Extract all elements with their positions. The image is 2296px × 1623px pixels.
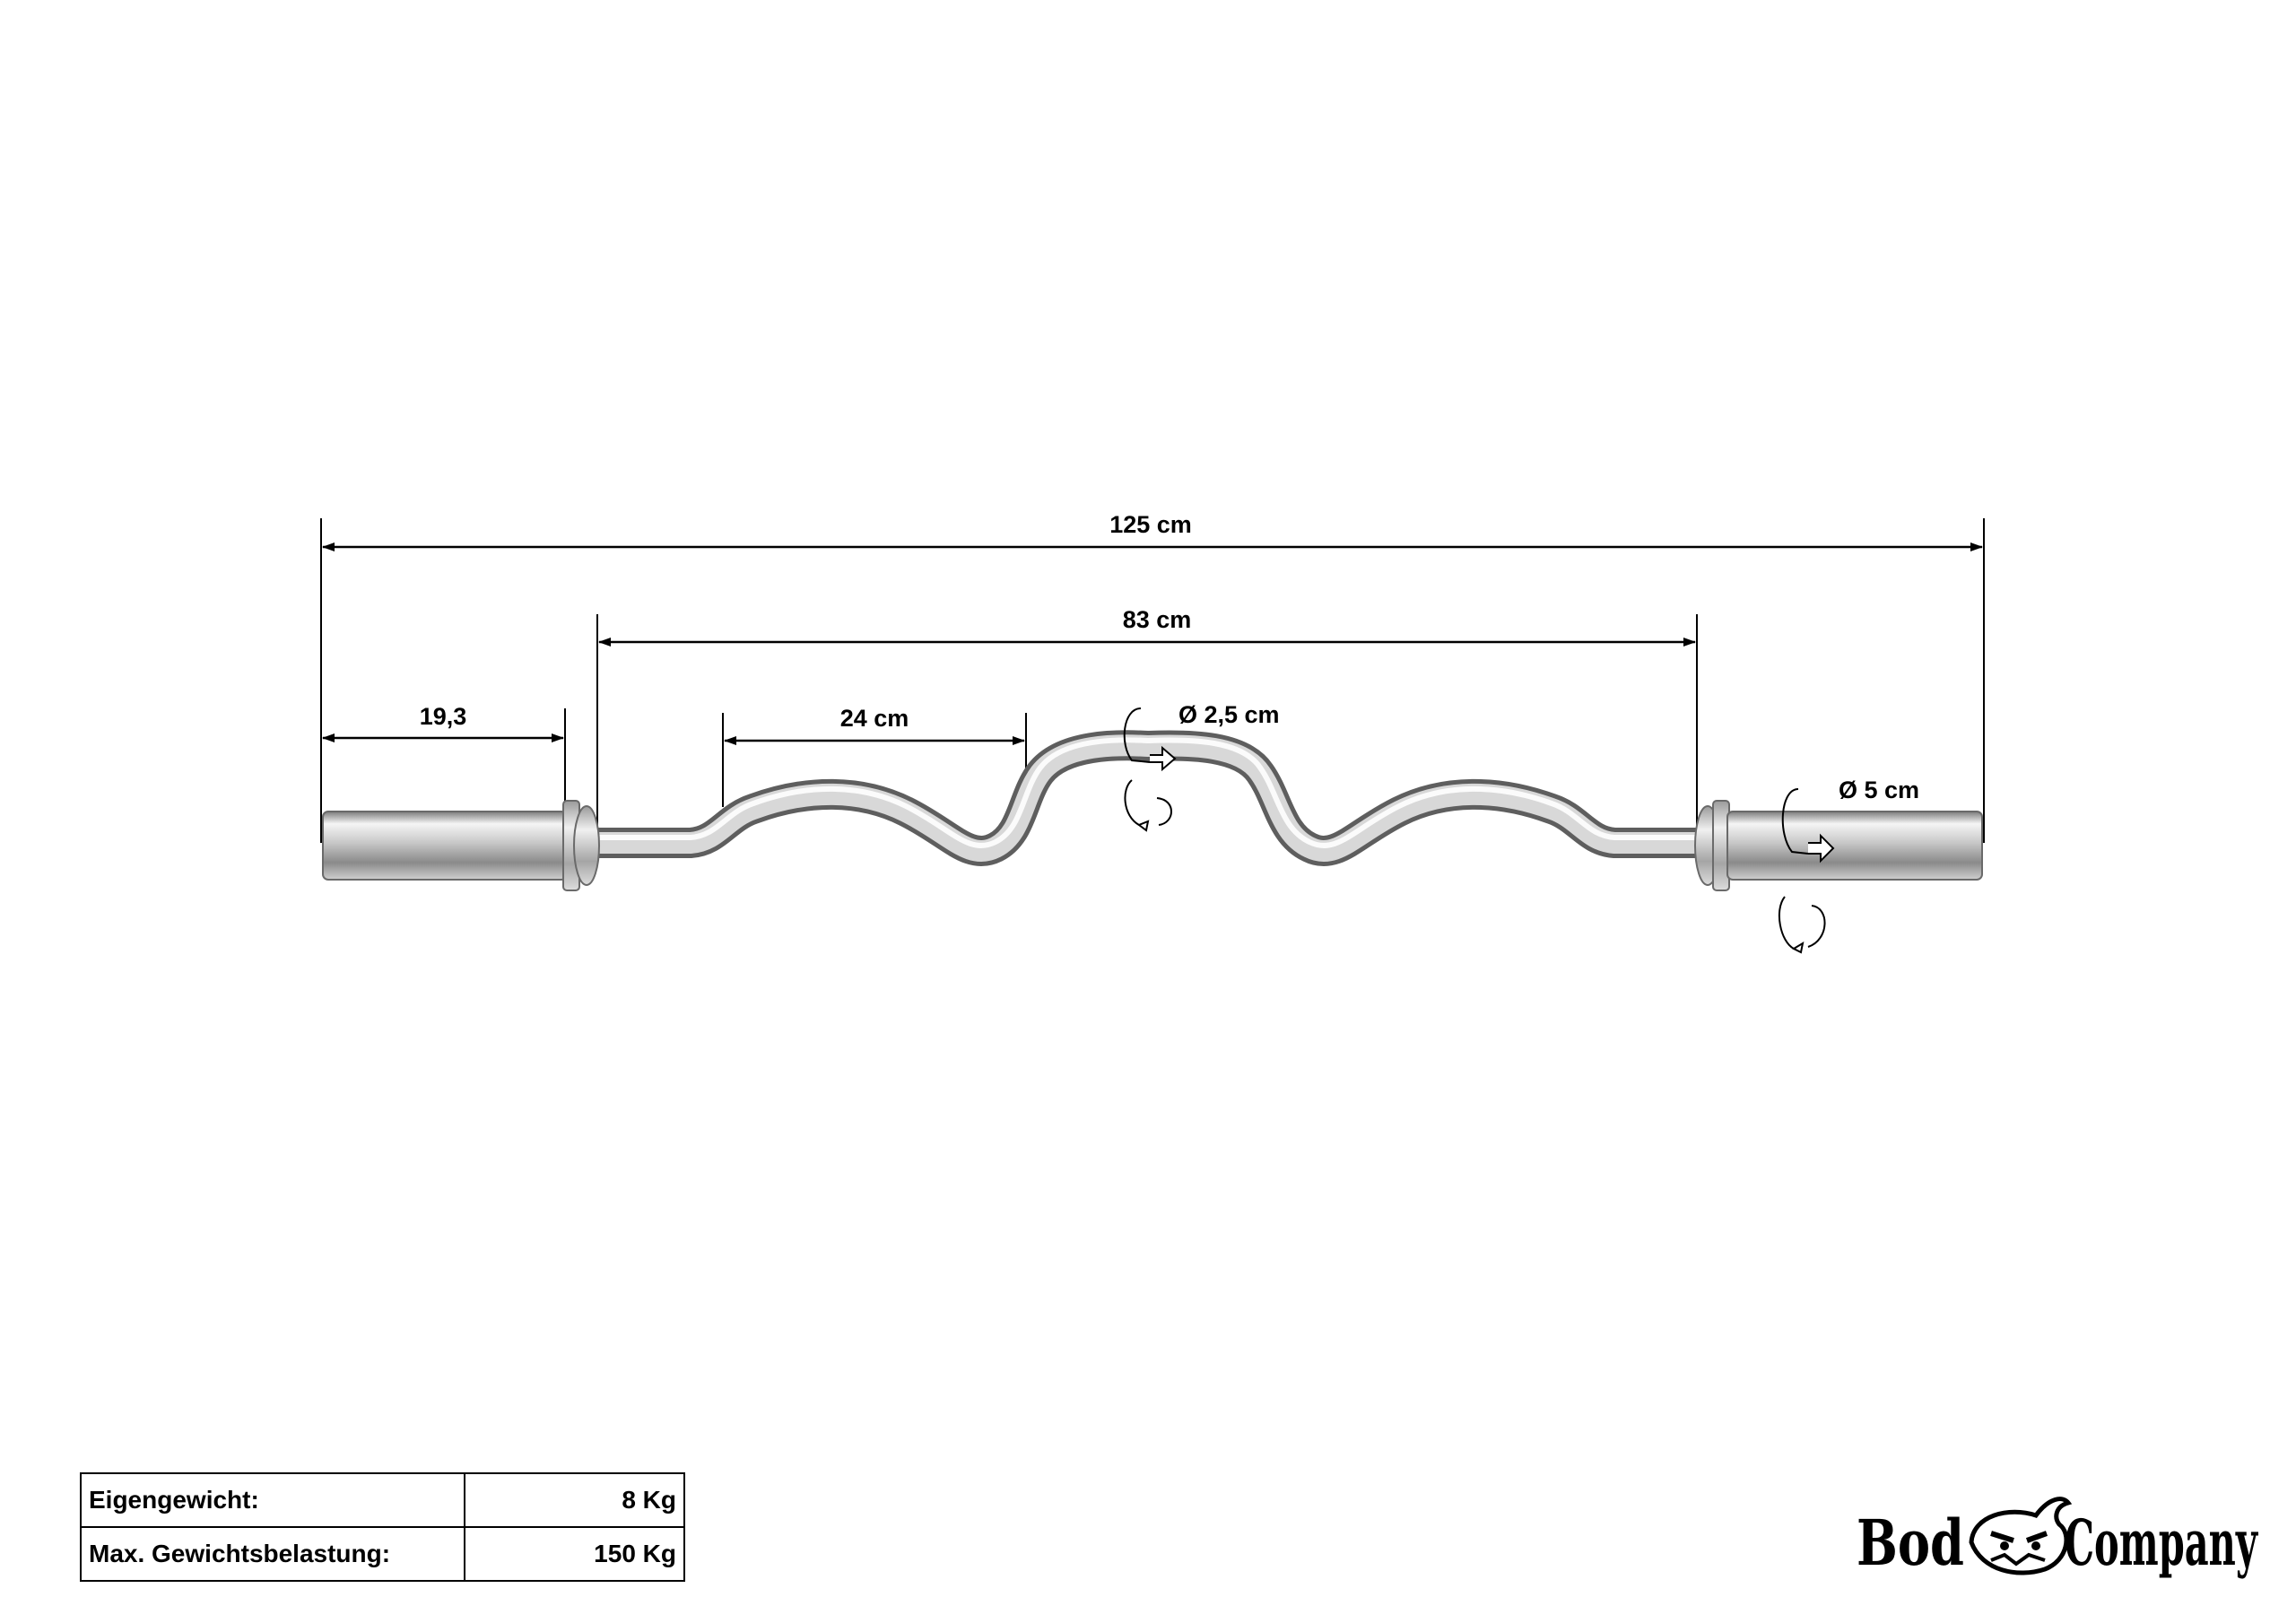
right-sleeve bbox=[1726, 811, 1983, 881]
dim-curve-width-label: 24 cm bbox=[840, 705, 909, 732]
spec-value-weight: 8 Kg bbox=[464, 1472, 685, 1528]
logo-text-part1: Bod bbox=[1857, 1506, 1964, 1580]
dim-sleeve-diameter-label: Ø 5 cm bbox=[1839, 777, 1919, 803]
bar-shaft-highlight bbox=[592, 734, 1704, 862]
dim-sleeve-length-label: 19,3 bbox=[420, 703, 467, 730]
logo-mascot-icon bbox=[1969, 1497, 2073, 1575]
left-sleeve bbox=[322, 811, 568, 881]
spec-label-max-load: Max. Gewichtsbelastung: bbox=[80, 1526, 465, 1582]
ez-curl-bar bbox=[322, 730, 1983, 891]
grip-rotation-arrow-icon bbox=[1123, 707, 1177, 832]
spec-value-max-load: 150 Kg bbox=[464, 1526, 685, 1582]
dim-total-length-label: 125 cm bbox=[1109, 511, 1192, 538]
dim-inner-length-label: 83 cm bbox=[1123, 606, 1192, 633]
spec-label-weight: Eigengewicht: bbox=[80, 1472, 465, 1528]
logo-text-part2: Company bbox=[2065, 1506, 2258, 1580]
bar-shaft-shine bbox=[592, 737, 1704, 848]
dim-grip-diameter-label: Ø 2,5 cm bbox=[1178, 701, 1280, 728]
spec-table: Eigengewicht: 8 Kg Max. Gewichtsbelastun… bbox=[80, 1472, 685, 1582]
sleeve-rotation-arrow-icon bbox=[1778, 788, 1835, 954]
left-collar-ring bbox=[573, 805, 600, 886]
bodcompany-logo: Bod Company bbox=[1857, 1497, 2258, 1580]
table-row: Max. Gewichtsbelastung: 150 Kg bbox=[80, 1526, 685, 1582]
dimension-lines bbox=[322, 542, 1983, 745]
table-row: Eigengewicht: 8 Kg bbox=[80, 1472, 685, 1528]
extension-lines bbox=[320, 518, 1985, 843]
